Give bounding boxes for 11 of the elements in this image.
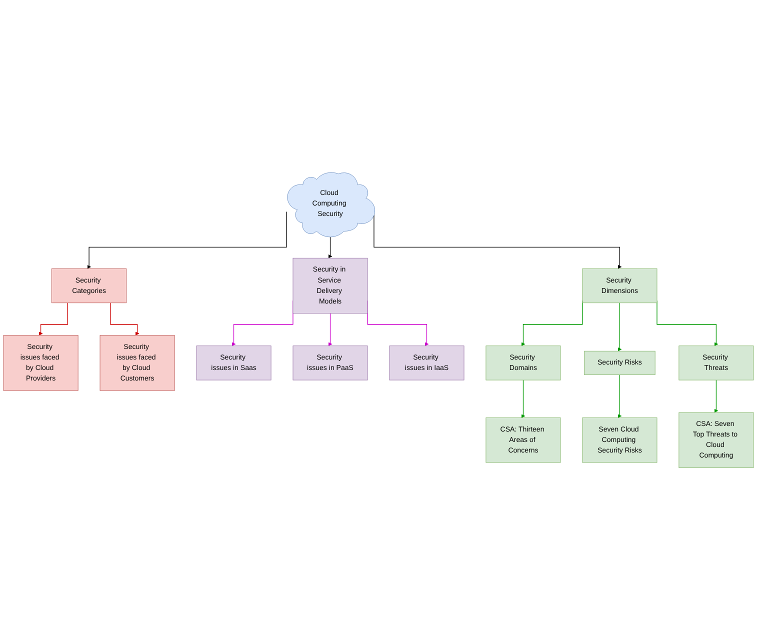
arrow bbox=[618, 374, 622, 418]
arrow bbox=[521, 380, 526, 418]
arrow bbox=[714, 380, 718, 414]
arrow bbox=[110, 302, 140, 336]
arrow bbox=[618, 302, 622, 352]
arrow bbox=[656, 300, 718, 346]
arrow bbox=[521, 300, 583, 346]
arrow bbox=[38, 302, 68, 336]
arrow bbox=[87, 212, 287, 270]
arrow bbox=[328, 236, 332, 259]
arrow bbox=[328, 313, 332, 346]
